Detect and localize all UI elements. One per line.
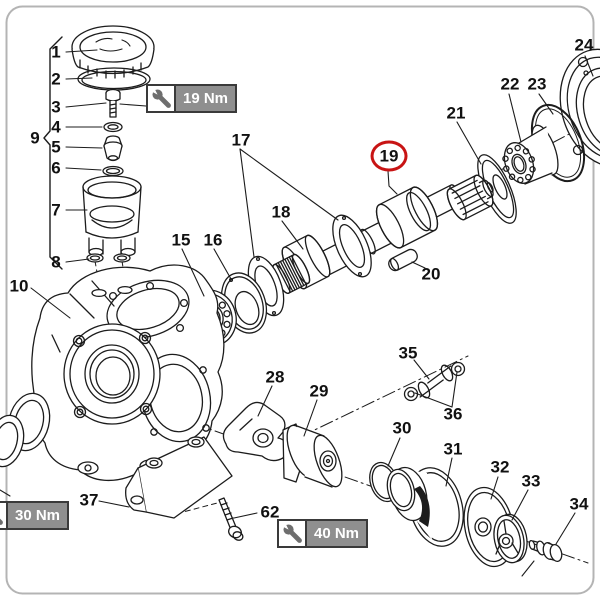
- callout-3: 3: [51, 97, 61, 117]
- part-37-foot: [125, 436, 233, 519]
- callout-20: 20: [421, 264, 441, 284]
- callout-24: 24: [574, 35, 594, 55]
- torque-value: 19 Nm: [174, 84, 238, 113]
- callout-6: 6: [51, 158, 61, 178]
- part-62-bolt: [218, 497, 244, 541]
- part-34-bolt: [528, 539, 563, 562]
- callout-15: 15: [171, 230, 191, 250]
- callout-10: 10: [9, 276, 29, 296]
- callout-9: 9: [30, 128, 40, 148]
- callout-19-highlighted: 19: [370, 140, 408, 172]
- part-shaft-splined-end: [446, 174, 494, 221]
- callout-16: 16: [203, 230, 223, 250]
- part-36-rings: [403, 361, 466, 402]
- torque-badge-40nm: 40 Nm: [277, 519, 369, 548]
- part-seal-rings-left: [0, 392, 51, 468]
- part-4-washer: [103, 121, 123, 133]
- callout-22: 22: [500, 74, 520, 94]
- callout-23: 23: [527, 74, 547, 94]
- callout-18: 18: [271, 202, 291, 222]
- part-29-piston: [282, 423, 343, 488]
- callout-1: 1: [51, 42, 61, 62]
- part-22-bearing: [502, 124, 559, 185]
- callout-2: 2: [51, 69, 61, 89]
- callout-31: 31: [443, 439, 463, 459]
- torque-value: 40 Nm: [305, 519, 369, 548]
- frame-border: [5, 5, 595, 595]
- part-10-housing: [31, 264, 225, 481]
- part-2-ring: [77, 67, 151, 91]
- wrench-icon: [146, 84, 176, 113]
- group-9-bracket: [43, 36, 63, 270]
- part-5-valve: [103, 135, 123, 162]
- callout-34: 34: [569, 494, 589, 514]
- part-3-screw: [105, 88, 121, 118]
- callout-5: 5: [51, 137, 61, 157]
- part-1-cap: [71, 25, 155, 79]
- part-6-oring: [102, 165, 124, 177]
- part-24-bell-housing: [559, 48, 600, 168]
- callout-37: 37: [79, 490, 99, 510]
- callout-32: 32: [490, 457, 510, 477]
- torque-value: 30 Nm: [6, 501, 70, 530]
- callout-36: 36: [443, 404, 463, 424]
- part-shaft-spline-section: [272, 253, 311, 294]
- callout-35: 35: [398, 343, 418, 363]
- leader-lines: [0, 49, 594, 577]
- part-19-sleeve: [375, 186, 439, 249]
- wrench-icon: [277, 519, 307, 548]
- callout-4: 4: [51, 117, 61, 137]
- part-33-pulley: [493, 513, 528, 564]
- torque-badge-30nm: 30 Nm: [0, 501, 70, 530]
- callout-28: 28: [265, 367, 285, 387]
- torque-badge-19nm: 19 Nm: [146, 84, 238, 113]
- callout-8: 8: [51, 252, 61, 272]
- callout-7: 7: [51, 200, 61, 220]
- part-17-seal-right: [332, 214, 372, 278]
- part-28-bracket: [222, 401, 288, 462]
- part-35-pin: [417, 364, 454, 399]
- callout-30: 30: [392, 418, 412, 438]
- part-31-cup: [386, 466, 464, 547]
- part-8-fittings: [86, 253, 131, 263]
- callout-29: 29: [309, 381, 329, 401]
- callout-33: 33: [521, 471, 541, 491]
- callout-21: 21: [446, 103, 466, 123]
- part-7-cup: [82, 175, 142, 257]
- callout-62: 62: [260, 502, 280, 522]
- callout-17: 17: [231, 130, 251, 150]
- part-20-key: [388, 248, 418, 272]
